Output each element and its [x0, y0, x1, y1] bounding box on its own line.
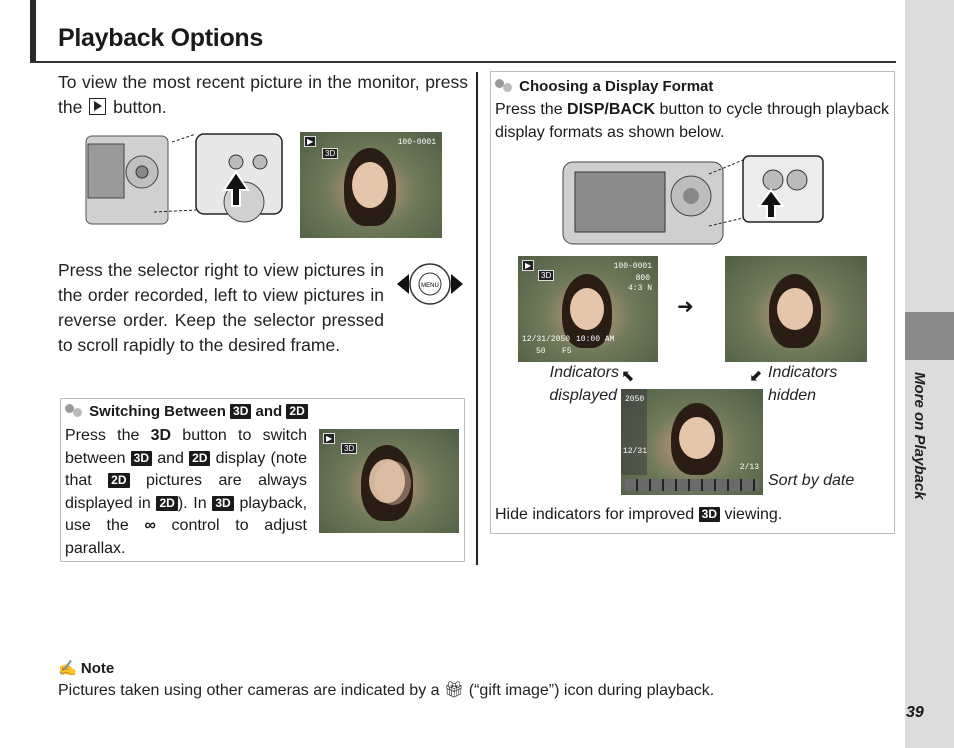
switching-body: Press the 3D button to switch between 3D…	[65, 425, 307, 560]
note-label: Note	[80, 660, 115, 677]
switching-heading-prefix: Switching Between	[89, 403, 226, 420]
display-heading-wrap: Choosing a Display Format	[495, 78, 713, 95]
arrow-right-icon: ➜	[677, 296, 694, 318]
switching-heading-and: and	[255, 403, 283, 420]
display-body-prefix: Press the	[495, 101, 563, 118]
aperture-value: F5	[562, 347, 572, 356]
tag-3d-inline: 3D	[130, 450, 153, 466]
selector-icon: MENU	[395, 262, 465, 306]
switching-box: Switching Between 3D and 2D Press the 3D…	[60, 398, 465, 562]
side-tab-label: More on Playback	[911, 372, 928, 500]
note-pencil-icon: ✍	[58, 660, 77, 677]
camera-disp-illustration	[559, 154, 829, 246]
sort-count: 2/13	[739, 463, 759, 472]
photo-indicators-hidden	[725, 256, 867, 362]
caption-displayed-1: Indicators	[549, 364, 619, 381]
switching-t1: Press the	[65, 427, 140, 444]
camera-back-illustration	[84, 132, 289, 232]
shutter-value: 50	[536, 347, 546, 356]
footer-tag-3d: 3D	[698, 507, 720, 522]
sort-year: 2050	[625, 395, 645, 404]
photo-indicators-displayed: ▶ 3D 100-0001 800 4:3 N 12/31/2050 10:00…	[518, 256, 658, 362]
tag-3d-osd-3: 3D	[538, 270, 555, 281]
switching-t3: and	[157, 449, 184, 467]
column-divider	[476, 72, 478, 565]
page-number: 39	[906, 704, 924, 721]
parallax-control-icon: ∞	[144, 517, 156, 534]
caption-hidden-1: Indicators	[768, 364, 838, 381]
arrow-down-left-icon: ⬋	[749, 368, 763, 385]
gift-icon: 🎁︎	[444, 682, 465, 699]
time-value: 10:00 AM	[576, 335, 615, 344]
switching-t7: playback, use the	[65, 494, 308, 535]
page-title: Playback Options	[58, 24, 263, 52]
key-3d: 3D	[150, 427, 172, 444]
sort-date: 12/31	[623, 447, 648, 456]
thumbnail-strip	[625, 479, 759, 491]
note-text-after: (“gift image”) icon during playback.	[468, 682, 715, 699]
selector-paragraph: Press the selector right to view picture…	[58, 260, 384, 355]
playback-mode-icon: ▶	[304, 136, 317, 147]
title-accent-bar	[30, 0, 36, 62]
tag-2d-inline: 2D	[189, 450, 211, 466]
note-heading: ✍ Note	[58, 659, 114, 677]
bullets-icon-2	[495, 79, 515, 92]
arrow-up-left-icon: ⬉	[621, 368, 635, 385]
svg-text:MENU: MENU	[421, 283, 439, 289]
caption-displayed-2: displayed	[549, 387, 617, 404]
switching-t6: ). In	[177, 494, 207, 512]
note-text-before: Pictures taken using other cameras are i…	[58, 682, 440, 699]
footer-suffix: viewing.	[724, 506, 783, 523]
frame-number: 100-0001	[397, 138, 436, 147]
switching-heading: Switching Between 3D and 2D	[65, 403, 308, 420]
display-body-suffix: button to cycle through playback display…	[495, 101, 889, 141]
photo-sort-by-date: 2050 12/31 2/13	[621, 389, 763, 495]
iso-value: 800	[635, 274, 650, 283]
display-footer: Hide indicators for improved 3D viewing.	[495, 506, 782, 524]
frame-number-2: 100-0001	[613, 262, 652, 271]
intro-text-after: button.	[113, 97, 167, 117]
switching-t8: control to adjust parallax.	[65, 517, 307, 557]
tag-3d-osd-2: 3D	[341, 443, 358, 454]
disp-back-button-label: DISP/BACK	[567, 101, 656, 118]
image-size: 4:3 N	[627, 284, 652, 293]
date-value: 12/31/2050	[522, 335, 571, 344]
bullets-icon	[65, 404, 85, 417]
caption-hidden-2: hidden	[768, 387, 817, 404]
switching-t4: display (note that	[65, 449, 308, 490]
parallax-photo: ▶ 3D	[319, 429, 459, 533]
intro-text-before: To view the most recent picture in the m…	[58, 72, 468, 117]
sort-sidebar	[621, 389, 647, 475]
tag-2d: 2D	[286, 404, 308, 419]
switching-t2: button to switch between	[65, 427, 308, 467]
side-tab	[905, 0, 954, 748]
tag-2d-inline-3: 2D	[156, 495, 178, 511]
display-heading: Choosing a Display Format	[519, 78, 714, 95]
caption-sort: Sort by date	[768, 472, 855, 489]
playback-photo-1: ▶ 3D 100-0001	[300, 132, 442, 238]
side-tab-label-wrap: More on Playback	[904, 372, 932, 532]
playback-mode-icon-3: ▶	[522, 260, 535, 271]
playback-mode-icon-2: ▶	[323, 433, 336, 444]
display-format-box: Choosing a Display Format Press the DISP…	[490, 71, 895, 534]
switching-t5: pictures are always displayed in	[65, 472, 307, 512]
display-body: Press the DISP/BACK button to cycle thro…	[495, 98, 891, 144]
tag-3d: 3D	[230, 404, 252, 419]
note-text: Pictures taken using other cameras are i…	[58, 680, 714, 700]
footer-prefix: Hide indicators for improved	[495, 506, 695, 523]
tag-2d-inline-2: 2D	[108, 473, 130, 488]
playback-button-icon	[89, 98, 107, 115]
tag-3d-osd: 3D	[322, 148, 339, 159]
title-rule	[30, 61, 896, 63]
tag-3d-inline-2: 3D	[212, 495, 234, 511]
intro-paragraph: To view the most recent picture in the m…	[58, 70, 468, 120]
side-tab-marker	[905, 312, 954, 360]
